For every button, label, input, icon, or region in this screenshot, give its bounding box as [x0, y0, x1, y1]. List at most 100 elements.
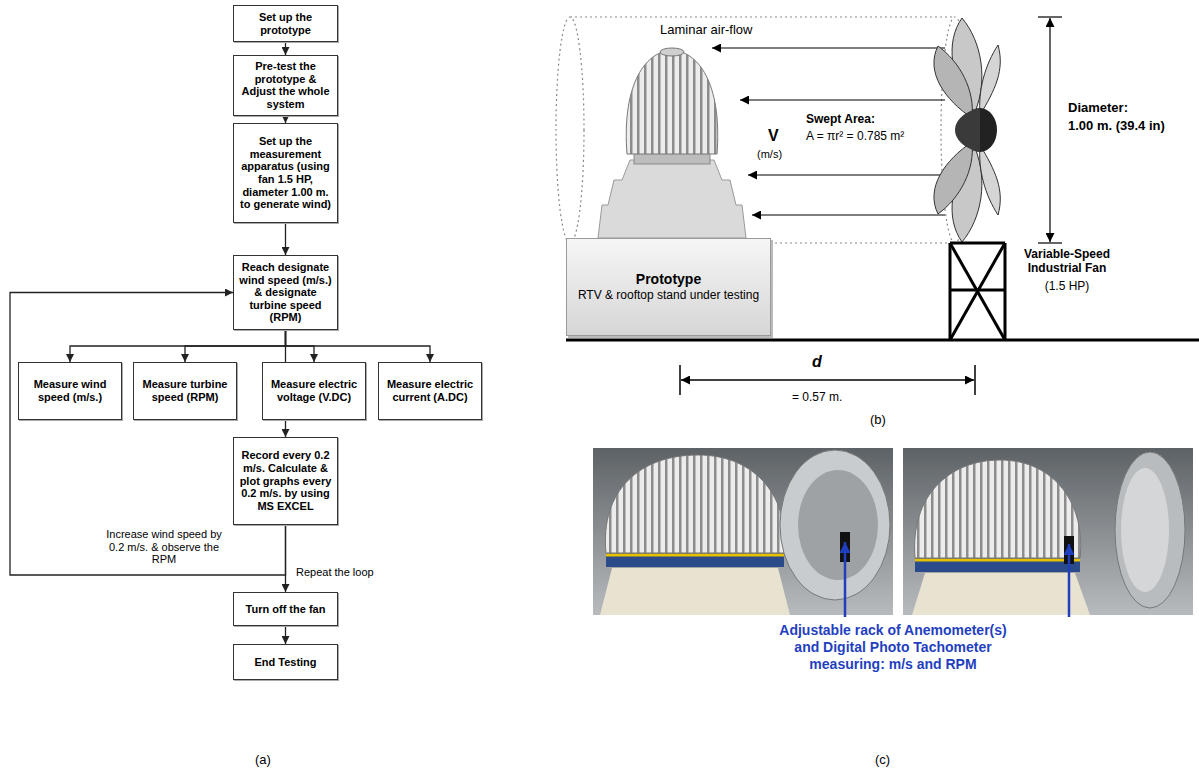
air-cylinder-part	[570, 16, 955, 17]
flow-connector	[285, 626, 286, 644]
diameter-dimension-part	[1049, 18, 1050, 242]
diameter-dimension	[1038, 17, 1062, 243]
industrial-fan-part	[955, 108, 980, 152]
prototype-box: PrototypeRTV & rooftop stand under testi…	[566, 238, 771, 336]
node-text: Set up the measurement apparatus (using …	[238, 135, 333, 211]
flow-connector	[70, 330, 286, 362]
airflow-arrows-part	[740, 99, 945, 100]
node-text: Pre-test the prototype & Adjust the whol…	[238, 60, 333, 111]
node-text: Turn off the fan	[246, 603, 326, 616]
text-label: A = πr² = 0.785 m²	[806, 129, 904, 143]
process-box: Pre-test the prototype & Adjust the whol…	[233, 55, 338, 116]
ground-line	[566, 339, 1199, 342]
photo-left	[593, 448, 893, 615]
fan-stand	[950, 243, 1005, 340]
text-label: (b)	[870, 412, 886, 428]
airflow-arrows	[712, 48, 945, 215]
fan-stand-part	[950, 242, 1005, 245]
photo-right	[903, 448, 1193, 615]
photo-right-part	[1121, 468, 1169, 592]
process-box: Measure electric voltage (V.DC)	[262, 362, 366, 420]
flow-connector	[285, 116, 286, 123]
text-label: (1.5 HP)	[1012, 279, 1122, 293]
text-label: (c)	[875, 752, 890, 768]
photo-right-part	[903, 448, 1193, 615]
text-label: (m/s)	[757, 148, 782, 161]
fan-stand-part	[950, 243, 1005, 340]
diameter-dimension-part	[1038, 16, 1062, 17]
photo-left-part	[780, 450, 890, 600]
diameter-dimension-part	[1038, 242, 1062, 243]
photo-left-part	[798, 470, 878, 580]
photo-left-part	[600, 568, 790, 615]
photo-left-part	[593, 448, 893, 615]
turbine-ventilator	[598, 48, 746, 238]
text-label: (a)	[255, 752, 271, 768]
distance-dimension-part	[679, 365, 681, 395]
flow-connector	[286, 330, 431, 362]
text-label: measuring: m/s and RPM	[693, 656, 1093, 673]
process-box: Record every 0.2 m/s. Calculate & plot g…	[233, 437, 338, 525]
industrial-fan-part	[980, 45, 1001, 115]
turbine-ventilator-part	[626, 50, 718, 154]
airflow-arrows-part	[748, 174, 945, 175]
text-label: Variable-Speed Industrial Fan	[1012, 247, 1122, 276]
node-text: Prototype	[636, 271, 701, 287]
pointer-arrows-part	[844, 542, 847, 617]
pointer-arrows	[845, 542, 1069, 617]
photo-left-part	[605, 455, 784, 553]
photo-right-part	[912, 573, 1090, 615]
text-label: V	[768, 126, 779, 145]
text-label: = 0.57 m.	[792, 390, 842, 404]
turbine-ventilator-part	[598, 160, 746, 238]
air-cylinder-part	[556, 17, 584, 243]
process-box: Measure wind speed (m/s.)	[18, 362, 122, 420]
distance-dimension-part	[681, 379, 974, 381]
photo-left-part	[606, 553, 784, 567]
distance-dimension-part	[974, 365, 976, 395]
node-text: Measure electric voltage (V.DC)	[267, 378, 361, 403]
pointer-arrows-part	[1068, 544, 1071, 617]
photo-right-part	[915, 559, 1080, 562]
fan-stand-part	[950, 243, 1005, 340]
process-box: End Testing	[233, 644, 338, 680]
node-text: Measure turbine speed (RPM)	[138, 378, 232, 403]
node-text: End Testing	[254, 656, 316, 669]
airflow-arrows-part	[752, 214, 945, 215]
process-box: Set up the measurement apparatus (using …	[233, 123, 338, 223]
node-text: Record every 0.2 m/s. Calculate & plot g…	[238, 449, 333, 512]
text-label: Diameter:	[1068, 100, 1128, 116]
process-box: Reach designate wind speed (m/s.) & desi…	[233, 255, 338, 330]
node-subtext: RTV & rooftop stand under testing	[578, 289, 759, 303]
photo-left-part	[606, 554, 784, 557]
fan-stand-part	[950, 289, 1005, 292]
turbine-ventilator-part	[660, 48, 684, 56]
process-box: Measure electric current (A.DC)	[378, 362, 482, 420]
industrial-fan-part	[980, 145, 1001, 215]
loop-connector	[10, 293, 286, 576]
text-label: Repeat the loop	[296, 566, 374, 579]
text-label: Laminar air-flow	[660, 22, 752, 38]
air-cylinder	[556, 17, 969, 243]
node-text: Measure wind speed (m/s.)	[23, 378, 117, 403]
airflow-arrows-part	[712, 47, 945, 48]
photo-right-part	[915, 460, 1081, 558]
text-label: Swept Area:	[806, 112, 875, 126]
photo-right-part	[915, 558, 1080, 572]
node-text: Set up the prototype	[238, 11, 333, 36]
flow-connector	[185, 330, 286, 362]
photo-right-part	[1115, 452, 1185, 608]
text-label: d	[812, 352, 822, 371]
process-box: Measure turbine speed (RPM)	[133, 362, 237, 420]
edge-label: Increase wind speed by 0.2 m/s. & observ…	[98, 528, 230, 566]
flow-connector	[285, 223, 286, 255]
node-text: Reach designate wind speed (m/s.) & desi…	[238, 261, 333, 324]
industrial-fan	[934, 18, 1000, 242]
text-label: Adjustable rack of Anemometer(s)	[693, 622, 1093, 639]
industrial-fan-part	[934, 46, 972, 118]
industrial-fan-part	[934, 142, 972, 214]
process-box: Turn off the fan	[233, 592, 338, 626]
process-box: Set up the prototype	[233, 5, 338, 42]
